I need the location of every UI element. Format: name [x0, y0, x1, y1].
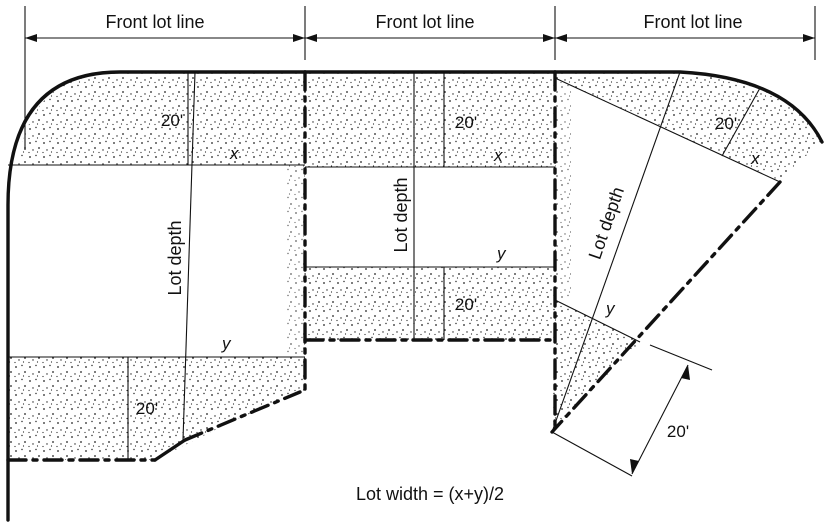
setback-label-lot1-rear: 20': [136, 399, 158, 418]
front-lot-line-dimensions: [24, 6, 816, 150]
diagram-labels: Front lot line Front lot line Front lot …: [105, 12, 760, 504]
setback-label-lot1-front: 20': [161, 111, 183, 130]
setback-label-lot2-front: 20': [455, 113, 477, 132]
lot-boundaries: [6, 70, 824, 522]
stippled-yard-areas: [8, 72, 822, 460]
x-label-lot3: x: [750, 149, 760, 168]
front-lot-line-label-2: Front lot line: [375, 12, 474, 32]
measurement-lines: [8, 71, 781, 477]
lot-interiors: [14, 167, 552, 355]
front-lot-line-label-1: Front lot line: [105, 12, 204, 32]
lot-depth-label-1: Lot depth: [165, 220, 185, 295]
setback-label-lot3-rear: 20': [667, 422, 689, 441]
lot-depth-label-3: Lot depth: [585, 184, 628, 261]
lot-width-formula: Lot width = (x+y)/2: [356, 484, 504, 504]
setback-label-lot2-rear: 20': [455, 295, 477, 314]
x-label-lot1: x: [229, 144, 239, 163]
y-label-lot3: y: [605, 299, 616, 318]
setback-label-lot3-front: 20': [715, 114, 737, 133]
front-lot-line-label-3: Front lot line: [643, 12, 742, 32]
lot-depth-label-2: Lot depth: [391, 177, 411, 252]
y-label-lot2: y: [496, 244, 507, 263]
y-label-lot1: y: [221, 334, 232, 353]
x-label-lot2: x: [493, 146, 503, 165]
